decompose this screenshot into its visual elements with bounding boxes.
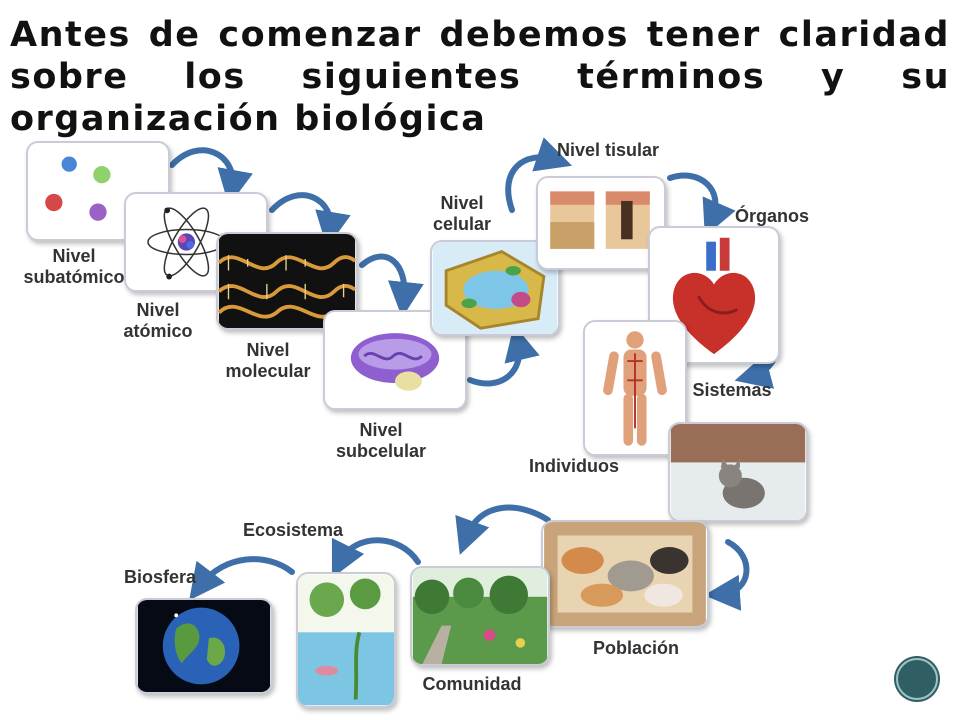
cats-in-box-image <box>544 522 706 626</box>
arrow-9 <box>455 504 551 555</box>
human-body-image <box>603 331 667 446</box>
arrow-5 <box>505 137 573 213</box>
arrow-11 <box>189 556 295 601</box>
kitten-image <box>670 424 806 520</box>
tile-biosfera <box>135 598 273 694</box>
label-biosfera: Biosfera <box>123 567 197 587</box>
heart-image <box>672 237 756 355</box>
tile-comunidad <box>410 566 550 666</box>
slide-nav-button[interactable] <box>896 658 938 700</box>
arrow-1 <box>169 147 253 206</box>
tissue-image <box>538 178 664 268</box>
page-title: Antes de comenzar debemos tener claridad… <box>10 15 950 139</box>
arrow-2 <box>269 192 351 248</box>
label-molecular: Nivel molecular <box>225 340 311 381</box>
label-individuos: Individuos <box>529 456 619 476</box>
tile-ecosistema <box>296 572 396 708</box>
label-subcelular: Nivel subcelular <box>335 420 427 461</box>
earth-image <box>137 600 271 692</box>
pond-image <box>298 574 394 706</box>
label-tisular: Nivel tisular <box>556 140 660 160</box>
arrow-10 <box>331 537 421 579</box>
label-comunidad: Comunidad <box>422 674 522 694</box>
arrow-6 <box>667 172 736 237</box>
label-subatomico: Nivel subatómico <box>23 246 125 287</box>
organelle-image <box>350 333 440 391</box>
label-atomico: Nivel atómico <box>123 300 193 341</box>
tile-individuos <box>668 422 808 522</box>
label-sistemas: Sistemas <box>692 380 772 400</box>
arrow-3 <box>359 253 424 318</box>
garden-image <box>412 568 548 664</box>
tile-tisular <box>536 176 666 270</box>
label-poblacion: Población <box>592 638 679 658</box>
tile-poblacion <box>541 520 709 628</box>
arrow-8 <box>704 539 750 611</box>
arrow-4 <box>467 324 540 387</box>
label-ecosistema: Ecosistema <box>242 520 344 540</box>
label-organos: Órganos <box>734 206 809 226</box>
tile-cellular <box>430 240 560 336</box>
subatomic-particles-image <box>45 156 111 221</box>
label-celular: Nivel celular <box>432 193 492 234</box>
plant-cell-image <box>432 242 558 334</box>
